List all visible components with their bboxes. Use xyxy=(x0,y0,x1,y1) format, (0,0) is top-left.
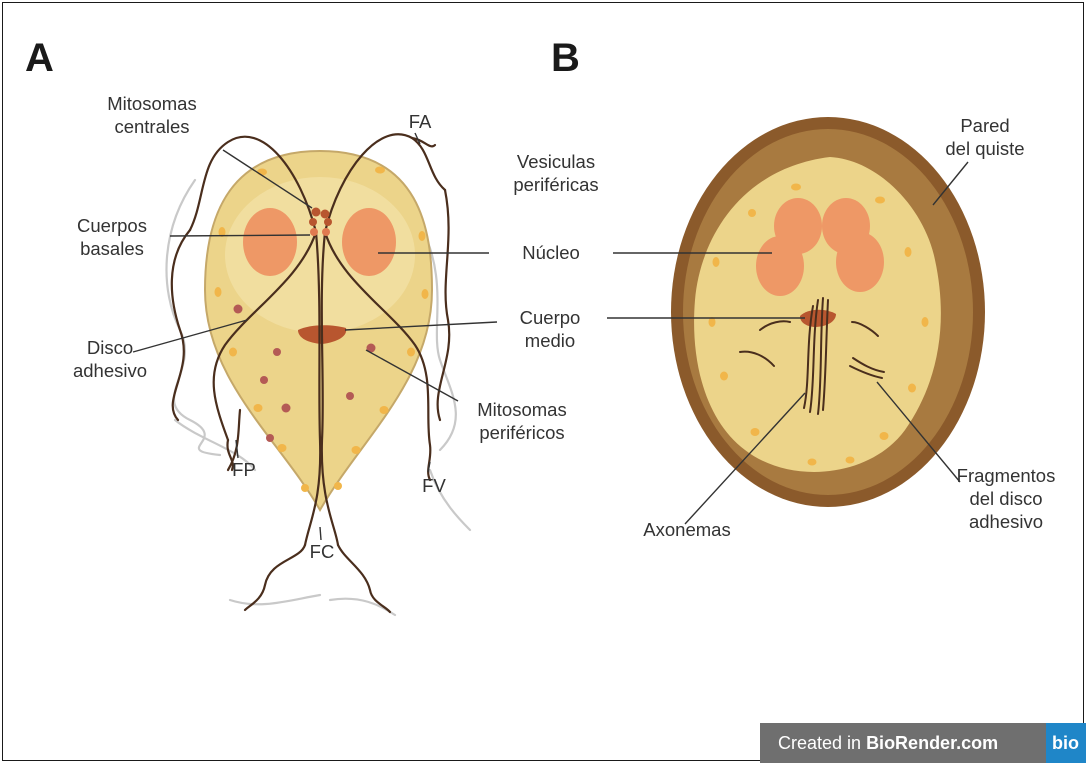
label-fc: FC xyxy=(302,540,342,563)
label-line: Pared xyxy=(930,114,1040,137)
label-fa: FA xyxy=(400,110,440,133)
label-line: Mitosomas xyxy=(462,398,582,421)
label-fragmentos-del-disco-adhesivo: Fragmentos del disco adhesivo xyxy=(946,464,1066,533)
badge-prefix: Created in xyxy=(778,733,866,753)
label-fp: FP xyxy=(224,458,264,481)
label-cuerpo-medio: Cuerpo medio xyxy=(500,306,600,352)
panel-letter-a: A xyxy=(25,36,54,81)
label-vesiculas-perifericas: Vesiculas periféricas xyxy=(496,150,616,196)
label-line: adhesivo xyxy=(60,359,160,382)
label-line: Mitosomas xyxy=(92,92,212,115)
label-cuerpos-basales: Cuerpos basales xyxy=(62,214,162,260)
panel-letter-b: B xyxy=(551,36,580,81)
label-axonemas: Axonemas xyxy=(627,518,747,541)
label-line: periféricas xyxy=(496,173,616,196)
label-line: medio xyxy=(500,329,600,352)
label-disco-adhesivo: Disco adhesivo xyxy=(60,336,160,382)
nucleus-right xyxy=(342,208,396,276)
label-line: Vesiculas xyxy=(496,150,616,173)
biorender-badge[interactable]: Created in BioRender.com bio xyxy=(760,723,1086,763)
biorender-logo: bio xyxy=(1046,723,1086,763)
label-mitosomas-centrales: Mitosomas centrales xyxy=(92,92,212,138)
label-line: centrales xyxy=(92,115,212,138)
label-line: Cuerpos xyxy=(62,214,162,237)
label-pared-del-quiste: Pared del quiste xyxy=(930,114,1040,160)
label-line: Disco xyxy=(60,336,160,359)
nucleus-left xyxy=(243,208,297,276)
label-line: Cuerpo xyxy=(500,306,600,329)
label-line: Fragmentos xyxy=(946,464,1066,487)
badge-brand: BioRender.com xyxy=(866,733,998,753)
label-line: periféricos xyxy=(462,421,582,444)
label-line: del quiste xyxy=(930,137,1040,160)
label-fv: FV xyxy=(414,474,454,497)
label-line: basales xyxy=(62,237,162,260)
label-line: del disco xyxy=(946,487,1066,510)
label-mitosomas-perifericos: Mitosomas periféricos xyxy=(462,398,582,444)
label-nucleo: Núcleo xyxy=(496,241,606,264)
cyst-drawing xyxy=(345,117,985,524)
label-line: adhesivo xyxy=(946,510,1066,533)
